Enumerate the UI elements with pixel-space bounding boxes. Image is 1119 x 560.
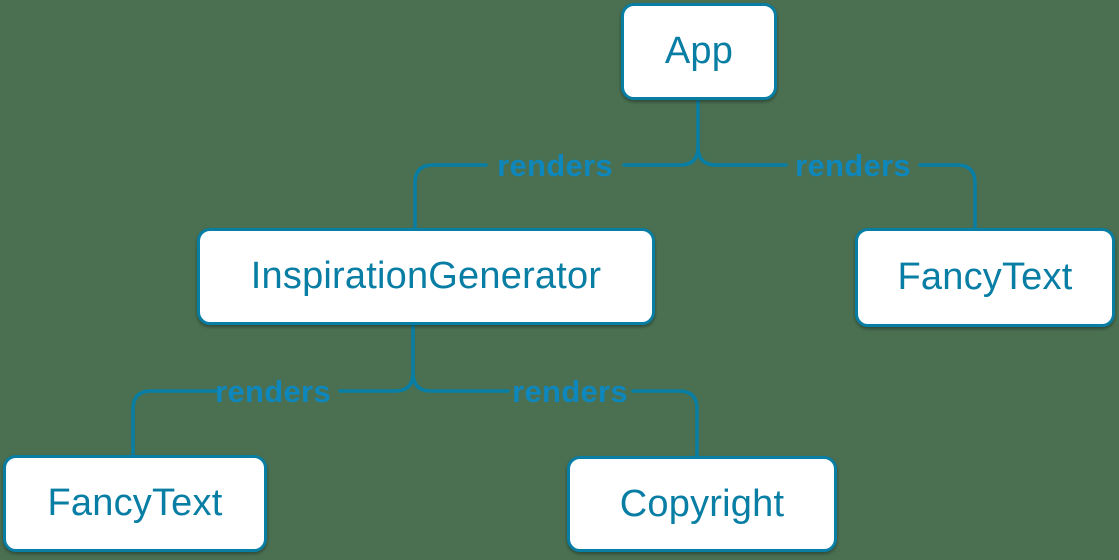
edge-label-ig-fancy-text: renders [215,374,331,409]
edge-app-to-inspiration-generator [413,163,488,233]
edge-app-trunk-right [696,145,788,167]
edge-label-app-inspiration-generator: renders [497,148,613,183]
node-fancy-text-bottom-label: FancyText [47,482,223,524]
node-copyright: Copyright [567,456,837,552]
node-fancy-text-bottom: FancyText [3,455,267,552]
node-inspiration-generator-label: InspirationGenerator [250,255,602,297]
edge-ig-trunk-left [338,321,415,393]
edge-label-app-fancy-text: renders [795,148,911,183]
edge-app-trunk-left [622,96,700,167]
edge-app-to-fancy-text [918,163,977,233]
edge-ig-to-fancy-text [131,389,220,460]
edge-ig-to-copyright [631,389,699,461]
node-fancy-text-top-label: FancyText [897,256,1073,298]
node-fancy-text-top: FancyText [855,228,1115,327]
edge-ig-trunk-right [411,371,510,393]
node-inspiration-generator: InspirationGenerator [197,228,655,325]
node-copyright-label: Copyright [619,482,785,525]
node-app: App [621,3,777,100]
edge-label-ig-copyright: renders [512,374,628,409]
node-app-label: App [664,30,734,72]
